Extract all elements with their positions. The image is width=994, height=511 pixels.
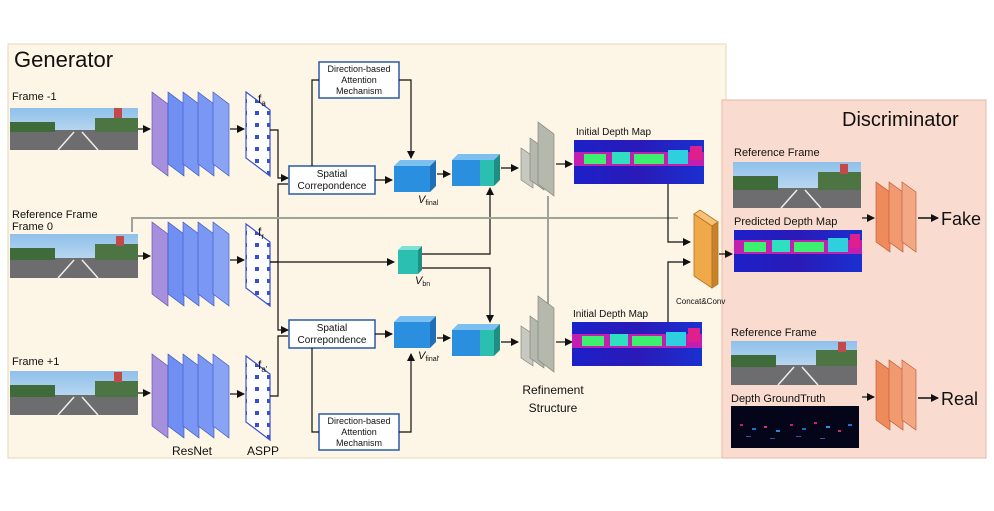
fa-label: fa: [258, 92, 266, 108]
spatial-correspondence-top: [288, 165, 376, 195]
predicted-depth-map: [734, 230, 862, 272]
frame-plus1-label: Frame +1: [12, 356, 59, 368]
line-fa-to-spatial-top: [270, 129, 289, 182]
disc-reference-frame-bottom-label: Reference Frame: [731, 327, 817, 339]
attention-top-line3: Mechanism: [336, 86, 382, 96]
resnet-label: ResNet: [172, 444, 213, 458]
attention-box-bottom: [318, 413, 400, 451]
spatial-top-line1: Spatial: [317, 169, 348, 180]
initial-depth-map-top: [574, 140, 704, 184]
vbn-label: Vbn: [415, 275, 430, 288]
attention-box-top: [318, 61, 400, 99]
resnet-stack-bottom: [151, 353, 230, 439]
vfinal-label: Vfinal: [418, 194, 439, 207]
disc-reference-frame-top-image: [733, 162, 861, 209]
frame0-label: Frame 0: [12, 221, 53, 233]
discriminator-title: Discriminator: [842, 109, 959, 131]
attention-bottom-line1: Direction-based: [327, 416, 390, 426]
reference-frame-feed-line: [131, 217, 678, 232]
aspp-block-bottom: [245, 354, 271, 442]
predicted-depth-label: Predicted Depth Map: [734, 216, 837, 228]
discriminator-panel: [721, 99, 987, 459]
refinement-label-line1: Refinement: [522, 383, 584, 397]
refinement-structure-top: [520, 121, 555, 197]
refinement-structure-bottom: [520, 295, 555, 373]
initial-depth-label-bottom: Initial Depth Map: [573, 309, 648, 320]
line-vbn-to-concat-top: [422, 187, 494, 255]
fake-label: Fake: [941, 209, 981, 229]
discriminator-net-bottom: [875, 359, 917, 431]
concat-cube-top: [452, 154, 500, 186]
depth-groundtruth-label: Depth GroundTruth: [731, 393, 825, 405]
concat-conv-label: Concat&Conv: [676, 297, 725, 306]
spatial-top-line2: Correpondence: [298, 181, 367, 192]
generator-title: Generator: [14, 47, 113, 72]
attention-bottom-line3: Mechanism: [336, 438, 382, 448]
spatial-bottom-line1: Spatial: [317, 323, 348, 334]
spatial-bottom-line2: Correpondence: [298, 335, 367, 346]
line-attention-bottom-in: [311, 348, 319, 433]
line-vbn-to-concat-bottom: [422, 267, 494, 323]
disc-reference-frame-bottom-image: [731, 341, 857, 386]
line-depth-top-to-concat: [667, 184, 691, 246]
fa-prime-label: fa': [258, 358, 268, 374]
concat-conv-block: [693, 209, 719, 289]
line-fr-to-spatial-bottom: [277, 262, 289, 334]
frame-plus1-image: [10, 371, 138, 416]
vfinal-cube-top: [394, 160, 436, 192]
refinement-label-line2: Structure: [529, 401, 578, 415]
initial-depth-label-top: Initial Depth Map: [576, 127, 651, 138]
line-attention-top-out: [399, 79, 415, 159]
vbn-cube: [398, 246, 422, 274]
line-attention-top-in: [311, 79, 319, 166]
aspp-block-top: [245, 90, 271, 178]
frame-minus1-image: [10, 108, 138, 151]
aspp-block-middle: [245, 222, 271, 308]
vfinal-prime-cube: [394, 316, 436, 348]
line-fa-prime-to-spatial-bottom: [270, 335, 288, 397]
attention-top-line1: Direction-based: [327, 64, 390, 74]
reference-frame-label: Reference Frame: [12, 209, 98, 221]
vfinal-prime-label: Vfinal': [418, 350, 440, 363]
resnet-stack-middle: [151, 221, 230, 307]
attention-bottom-line2: Attention: [341, 427, 377, 437]
aspp-label: ASPP: [247, 444, 279, 458]
attention-top-line2: Attention: [341, 75, 377, 85]
initial-depth-map-bottom: [572, 322, 702, 366]
line-depth-bottom-to-concat: [667, 258, 691, 322]
real-label: Real: [941, 389, 978, 409]
line-attention-bottom-out: [399, 353, 415, 433]
resnet-stack-top: [151, 91, 230, 177]
depth-groundtruth-image: [731, 406, 859, 448]
concat-cube-bottom: [452, 324, 500, 356]
discriminator-net-top: [875, 181, 917, 253]
disc-reference-frame-top-label: Reference Frame: [734, 147, 820, 159]
frame-minus1-label: Frame -1: [12, 91, 57, 103]
fr-label: fr: [258, 225, 264, 241]
frame0-image: [10, 234, 138, 279]
